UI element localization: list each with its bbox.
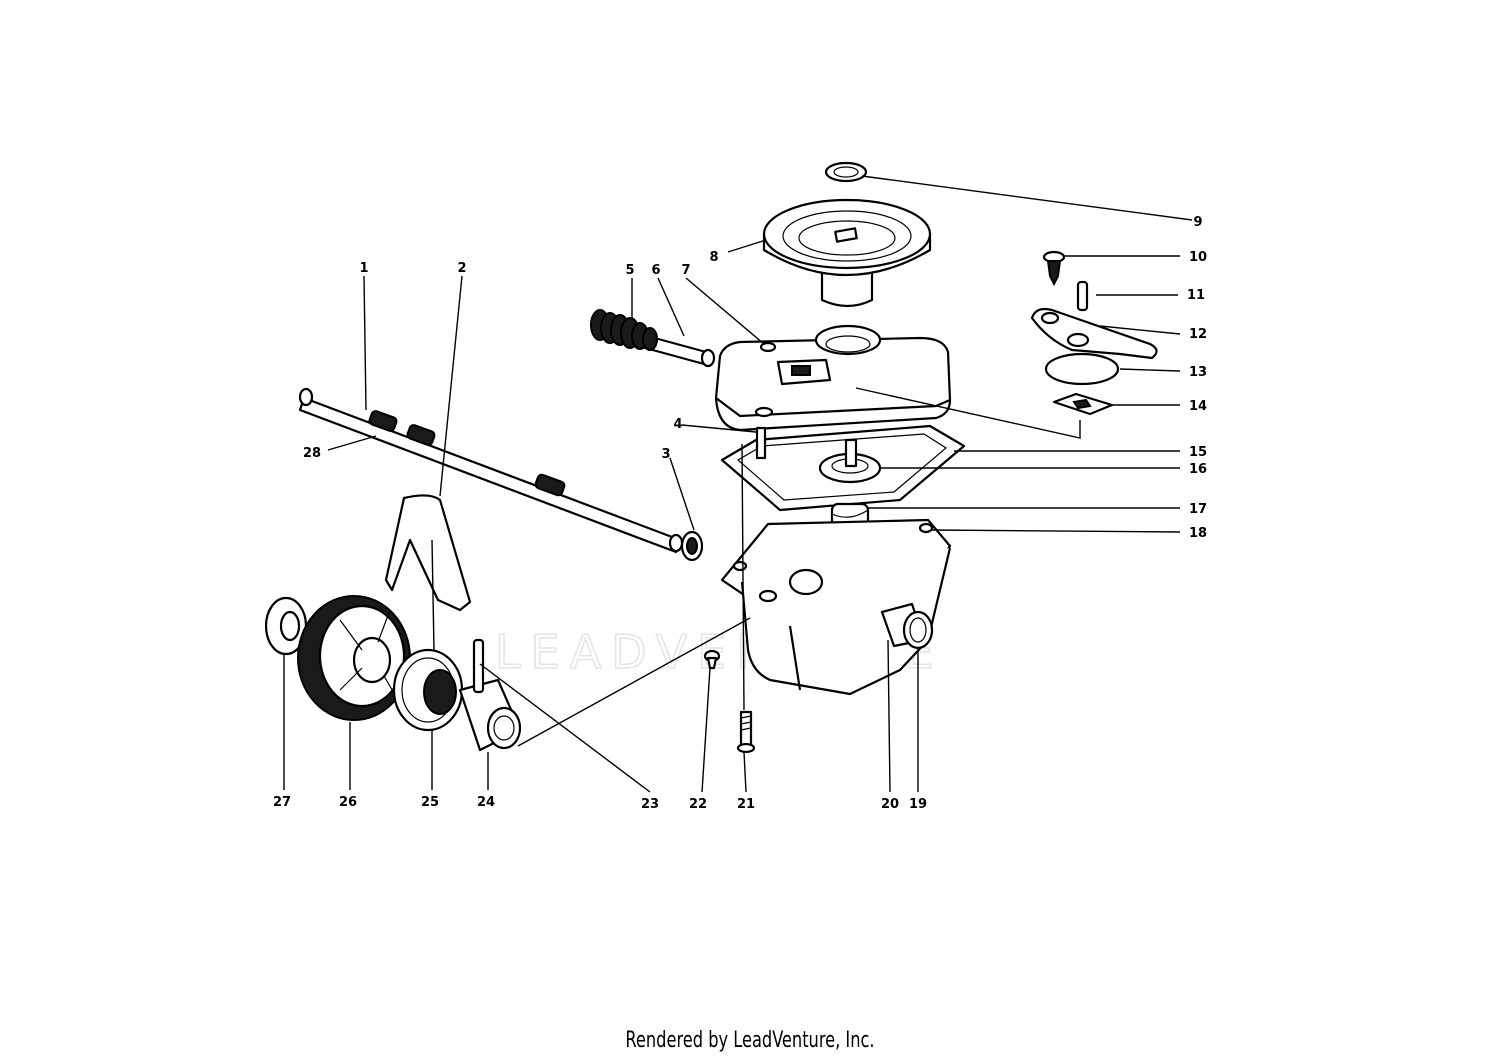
callout-7: 7 <box>681 263 690 278</box>
callout-26: 26 <box>339 795 357 810</box>
part-spring-shaft <box>590 309 716 368</box>
callout-20: 20 <box>881 797 899 812</box>
part-disc <box>1044 352 1120 386</box>
callout-1: 1 <box>359 261 368 276</box>
callout-22: 22 <box>689 797 707 812</box>
part-gearbox-cover <box>714 324 952 432</box>
footer-credit: Rendered by LeadVenture, Inc. <box>625 1028 875 1053</box>
callout-15: 15 <box>1189 445 1207 460</box>
callout-5: 5 <box>625 263 634 278</box>
part-shift-fork <box>384 494 472 612</box>
part-dowel-pin <box>755 426 767 460</box>
callout-2: 2 <box>457 261 466 276</box>
callout-27: 27 <box>273 795 291 810</box>
part-small-screw <box>703 649 721 670</box>
callout-labels: 1 2 3 4 5 6 7 8 9 10 11 12 13 14 15 16 1… <box>273 215 1207 812</box>
callout-18: 18 <box>1189 526 1207 541</box>
part-clutch <box>458 678 522 752</box>
callout-21: 21 <box>737 797 755 812</box>
callout-8: 8 <box>709 250 718 265</box>
callout-23: 23 <box>641 797 659 812</box>
callout-10: 10 <box>1189 250 1207 265</box>
part-bevel-gear <box>297 595 411 721</box>
part-bolt <box>736 710 756 754</box>
callout-6: 6 <box>651 263 660 278</box>
callout-12: 12 <box>1189 327 1207 342</box>
callout-17: 17 <box>1189 502 1207 517</box>
callout-16: 16 <box>1189 462 1207 477</box>
callout-25: 25 <box>421 795 439 810</box>
leader-lines <box>283 175 1193 793</box>
part-main-shaft <box>298 387 684 554</box>
callout-11: 11 <box>1187 288 1205 303</box>
part-pulley <box>762 198 932 308</box>
part-clutch-collar <box>392 648 464 732</box>
callout-28: 28 <box>303 446 321 461</box>
part-screw <box>1042 250 1066 287</box>
part-pin <box>1076 280 1089 312</box>
callout-13: 13 <box>1189 365 1207 380</box>
callout-24: 24 <box>477 795 495 810</box>
callout-3: 3 <box>661 447 670 462</box>
part-gearbox-housing <box>720 518 952 696</box>
parts-illustration <box>264 161 1158 754</box>
part-lever-plate <box>1030 307 1158 360</box>
callout-14: 14 <box>1189 399 1207 414</box>
callout-4: 4 <box>673 417 682 432</box>
part-washer <box>824 161 868 183</box>
callout-19: 19 <box>909 797 927 812</box>
callout-9: 9 <box>1193 215 1202 230</box>
